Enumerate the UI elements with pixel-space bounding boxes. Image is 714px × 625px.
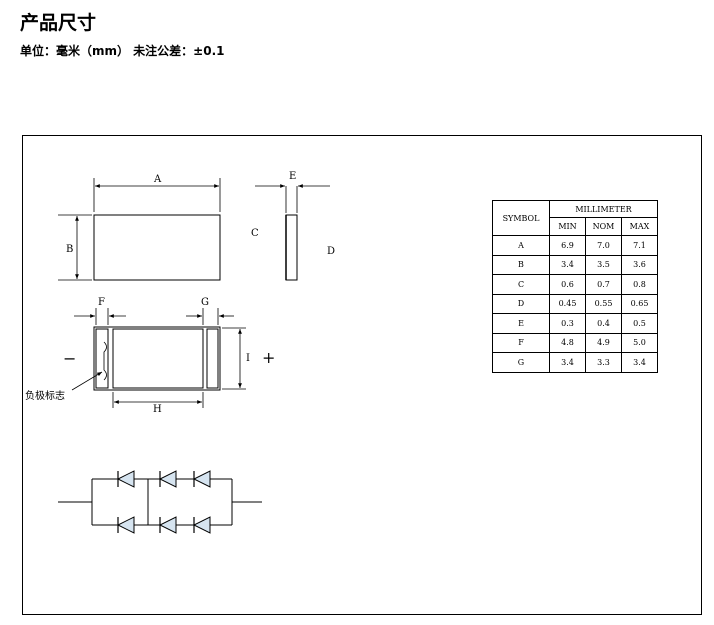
row-min: 3.4 — [549, 254, 586, 275]
diode-icon — [158, 516, 177, 534]
row-nom: 0.4 — [585, 313, 622, 334]
dim-label-f: F — [98, 297, 105, 308]
bottom-view — [71, 308, 246, 408]
row-symbol: C — [492, 274, 550, 295]
dim-label-b: B — [66, 244, 73, 255]
row-max: 3.4 — [621, 352, 658, 373]
dim-label-g: G — [201, 297, 209, 308]
row-min: 0.3 — [549, 313, 586, 334]
dim-label-e: E — [289, 171, 296, 182]
row-max: 7.1 — [621, 235, 658, 256]
dim-label-h: H — [153, 404, 162, 415]
row-min: 3.4 — [549, 352, 586, 373]
row-symbol: D — [492, 293, 550, 314]
dim-label-a: A — [153, 174, 162, 185]
diode-icon — [192, 470, 211, 488]
row-max: 3.6 — [621, 254, 658, 275]
row-nom: 3.3 — [585, 352, 622, 373]
row-nom: 0.55 — [585, 293, 622, 314]
row-max: 5.0 — [621, 332, 658, 353]
diode-icon — [116, 470, 135, 488]
table-row: F 4.8 4.9 5.0 — [492, 332, 658, 353]
row-symbol: A — [492, 235, 550, 256]
diode-symbols — [116, 470, 211, 534]
row-min: 6.9 — [549, 235, 586, 256]
min-header: MIN — [549, 217, 586, 236]
table-row: B 3.4 3.5 3.6 — [492, 254, 658, 275]
dim-label-i: I — [246, 353, 250, 364]
plus-sign: + — [262, 348, 275, 367]
symbol-header: SYMBOL — [492, 200, 550, 236]
page-title: 产品尺寸 — [20, 12, 97, 34]
diode-icon — [192, 516, 211, 534]
dimension-table: SYMBOL MILLIMETER MIN NOM MAX A 6.9 7.0 … — [492, 200, 658, 373]
row-max: 0.65 — [621, 293, 658, 314]
row-max: 0.5 — [621, 313, 658, 334]
row-nom: 0.7 — [585, 274, 622, 295]
minus-sign: − — [63, 349, 76, 368]
drawing-frame — [22, 135, 702, 615]
table-row: C 0.6 0.7 0.8 — [492, 274, 658, 295]
side-view — [255, 184, 330, 281]
cathode-label: 负极标志 — [25, 389, 65, 402]
row-nom: 7.0 — [585, 235, 622, 256]
row-symbol: B — [492, 254, 550, 275]
table-row: D 0.45 0.55 0.65 — [492, 293, 658, 314]
dim-label-d: D — [327, 246, 335, 257]
row-min: 0.6 — [549, 274, 586, 295]
millimeter-header: MILLIMETER — [549, 200, 658, 218]
row-min: 4.8 — [549, 332, 586, 353]
table-row: G 3.4 3.3 3.4 — [492, 352, 658, 373]
row-nom: 3.5 — [585, 254, 622, 275]
row-max: 0.8 — [621, 274, 658, 295]
nom-header: NOM — [585, 217, 622, 236]
table-row: E 0.3 0.4 0.5 — [492, 313, 658, 334]
diode-icon — [116, 516, 135, 534]
row-min: 0.45 — [549, 293, 586, 314]
dim-label-c: C — [251, 228, 259, 239]
row-symbol: F — [492, 332, 550, 353]
max-header: MAX — [621, 217, 658, 236]
diode-icon — [158, 470, 177, 488]
table-row: A 6.9 7.0 7.1 — [492, 235, 658, 256]
row-symbol: E — [492, 313, 550, 334]
row-nom: 4.9 — [585, 332, 622, 353]
row-symbol: G — [492, 352, 550, 373]
units-subtitle: 单位：毫米（mm） 未注公差：±0.1 — [20, 44, 225, 58]
top-view — [58, 178, 221, 281]
